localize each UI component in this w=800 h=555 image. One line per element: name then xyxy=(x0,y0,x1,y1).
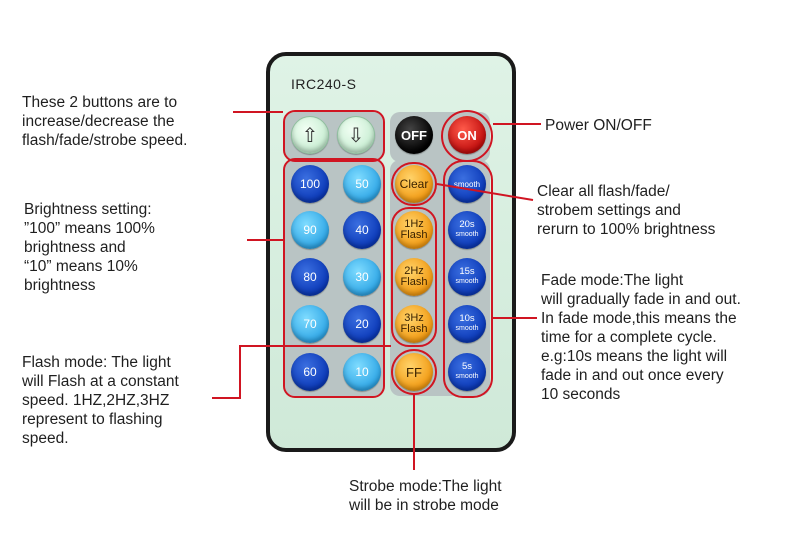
model-label: IRC240-S xyxy=(291,76,357,92)
brightness-30-button[interactable]: 30 xyxy=(343,258,381,296)
brightness-60-button[interactable]: 60 xyxy=(291,353,329,391)
up-arrow-icon: ⇧ xyxy=(301,124,319,147)
strobe-highlight xyxy=(391,349,437,395)
speed-annotation: These 2 buttons are to increase/decrease… xyxy=(22,94,188,149)
off-button[interactable]: OFF xyxy=(395,116,433,154)
brightness-annotation: Brightness setting: ”100” means 100% bri… xyxy=(24,201,155,294)
brightness-100-button[interactable]: 100 xyxy=(291,165,329,203)
flash-highlight xyxy=(391,207,437,347)
speed-highlight xyxy=(283,110,385,162)
brightness-highlight xyxy=(283,158,385,398)
fade-highlight xyxy=(443,160,493,398)
down-arrow-icon: ⇩ xyxy=(347,124,365,147)
strobe-annotation: Strobe mode:The light will be in strobe … xyxy=(349,478,502,514)
brightness-70-button[interactable]: 70 xyxy=(291,305,329,343)
flash-leader xyxy=(212,345,391,399)
flash-annotation: Flash mode: The light will Flash at a co… xyxy=(22,354,179,447)
brightness-90-button[interactable]: 90 xyxy=(291,211,329,249)
brightness-10-button[interactable]: 10 xyxy=(343,353,381,391)
clear-highlight xyxy=(391,162,437,206)
speed-down-button[interactable]: ⇩ xyxy=(337,116,375,154)
brightness-50-button[interactable]: 50 xyxy=(343,165,381,203)
speed-up-button[interactable]: ⇧ xyxy=(291,116,329,154)
clear-annotation: Clear all flash/fade/ strobem settings a… xyxy=(537,183,716,238)
brightness-20-button[interactable]: 20 xyxy=(343,305,381,343)
brightness-40-button[interactable]: 40 xyxy=(343,211,381,249)
fade-annotation: Fade mode:The light will gradually fade … xyxy=(541,272,741,403)
brightness-80-button[interactable]: 80 xyxy=(291,258,329,296)
power-annotation: Power ON/OFF xyxy=(545,117,652,134)
clear-leader xyxy=(436,183,534,201)
